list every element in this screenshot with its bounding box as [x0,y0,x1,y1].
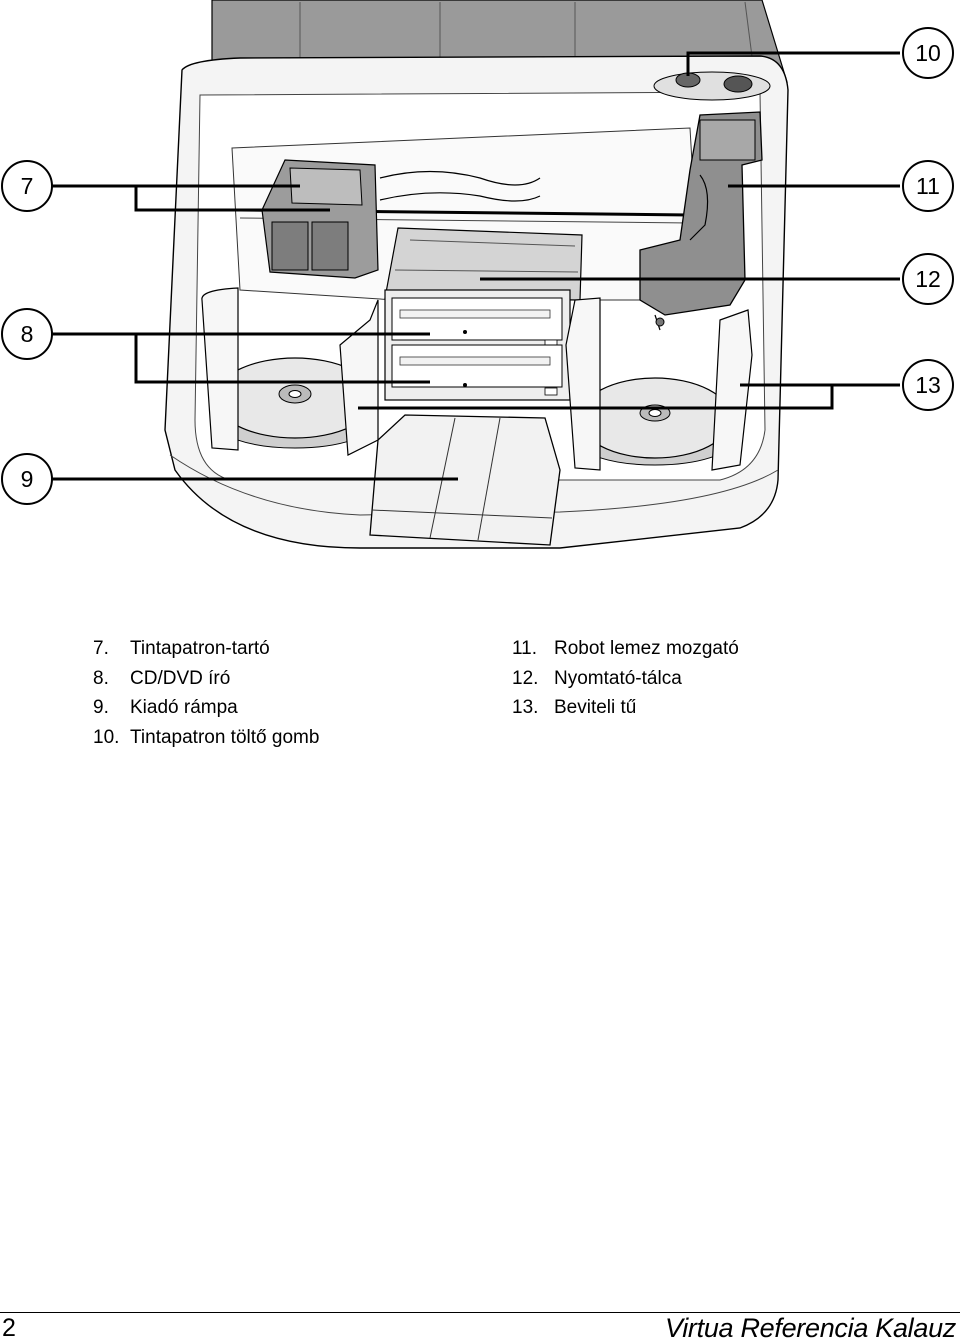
callout-8-number: 8 [21,321,34,347]
legend-number: 7. [93,638,109,659]
legend-item-7: 7. Tintapatron-tartó [93,634,319,664]
callout-7-number: 7 [21,173,34,199]
legend-item-9: 9. Kiadó rámpa [93,693,319,723]
legend-right: 11. Robot lemez mozgató 12. Nyomtató-tál… [512,634,739,723]
legend-label: Robot lemez mozgató [554,638,739,659]
callout-11: 11 [902,160,954,212]
callout-8: 8 [1,308,53,360]
legend-label: Tintapatron-tartó [130,638,270,659]
callout-12-number: 12 [915,266,941,292]
callout-10-number: 10 [915,40,941,66]
callout-9-number: 9 [21,466,34,492]
robot-disc-mover [639,111,763,331]
legend-label: Nyomtató-tálca [554,667,682,689]
output-ramp [369,414,561,546]
footer-rule [0,1312,960,1313]
legend-number: 9. [93,697,109,718]
legend-label: Beviteli tű [554,697,637,718]
printer-tray [384,227,583,301]
legend-item-8: 8. CD/DVD író [93,664,319,694]
legend-label: CD/DVD író [130,667,231,689]
callout-9: 9 [1,453,53,505]
legend-item-12: 12. Nyomtató-tálca [512,664,739,694]
legend-left: 7. Tintapatron-tartó 8. CD/DVD író 9. Ki… [93,634,319,752]
ink-button-area [653,71,771,101]
legend-number: 8. [93,667,109,689]
left-disc-bin [201,287,379,456]
legend-item-10: 10. Tintapatron töltő gomb [93,723,319,753]
document-title: Virtua Referencia Kalauz [665,1313,956,1343]
page-number: 2 [2,1314,16,1342]
legend-item-11: 11. Robot lemez mozgató [512,634,739,664]
legend-number: 13. [512,697,539,718]
legend-number: 10. [93,726,120,748]
callout-11-number: 11 [916,173,940,199]
callout-13-number: 13 [915,372,941,398]
right-disc-bin [565,297,753,471]
legend-item-13: 13. Beviteli tű [512,693,739,723]
callout-7: 7 [1,160,53,212]
callout-12: 12 [902,253,954,305]
legend-number: 12. [512,667,539,689]
printer-diagram: 7 8 9 10 11 12 13 [1,0,954,549]
callout-10: 10 [902,27,954,79]
callout-13: 13 [902,359,954,411]
legend-label: Kiadó rámpa [130,697,238,718]
cartridge-holder [261,159,379,279]
legend-number: 11. [512,638,538,659]
callout-leaders [52,51,900,481]
legend-label: Tintapatron töltő gomb [130,726,320,748]
